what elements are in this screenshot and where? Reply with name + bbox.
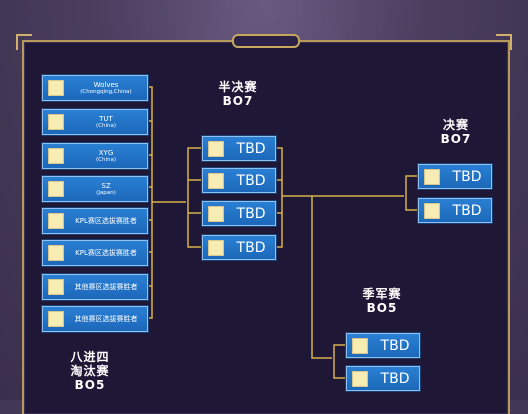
team-slot[interactable]: XYG (China) (42, 143, 148, 169)
team-logo-placeholder-icon (48, 80, 64, 96)
team-logo-placeholder-icon (48, 148, 64, 164)
third-place-bracket (333, 344, 346, 379)
slot-label: TBD (380, 370, 410, 387)
final-slot[interactable]: TBD (418, 164, 492, 189)
slot-label: TBD (236, 205, 266, 222)
semifinal-title: 半决赛 BO7 (200, 80, 276, 108)
team-region: (Japan) (96, 189, 116, 196)
quarterfinal-title-line1: 八进四 (70, 350, 110, 364)
quarterfinal-format: BO5 (74, 378, 106, 392)
team-logo-placeholder-icon (48, 213, 64, 229)
team-name: KPL赛区选拔赛胜者 (75, 249, 137, 257)
team-logo-placeholder-icon (208, 140, 224, 157)
team-logo-placeholder-icon (352, 370, 368, 387)
team-name: TUT (99, 114, 113, 123)
slot-label: TBD (452, 168, 482, 185)
slot-label: TBD (452, 202, 482, 219)
slot-label: TBD (236, 239, 266, 256)
team-name: 其他赛区选拔赛胜者 (74, 315, 138, 323)
team-slot[interactable]: KPL赛区选拔赛胜者 (42, 240, 148, 266)
team-name-block: KPL赛区选拔赛胜者 (69, 209, 143, 233)
semifinal-slot[interactable]: TBD (202, 201, 276, 226)
final-title-text: 决赛 (442, 118, 469, 132)
team-name-block: 其他赛区选拔赛胜者 (69, 275, 143, 299)
semi-right-bracket (275, 147, 283, 248)
final-slot[interactable]: TBD (418, 198, 492, 223)
team-logo-placeholder-icon (424, 202, 440, 219)
slot-label: TBD (236, 140, 266, 157)
third-place-title-text: 季军赛 (362, 287, 402, 301)
team-logo-placeholder-icon (48, 279, 64, 295)
team-logo-placeholder-icon (208, 205, 224, 222)
team-logo-placeholder-icon (208, 239, 224, 256)
team-region: (China) (95, 122, 116, 129)
team-name: XYG (98, 148, 114, 157)
semifinal-title-text: 半决赛 (218, 80, 258, 94)
team-slot[interactable]: 其他赛区选拔赛胜者 (42, 274, 148, 300)
team-name: SZ (101, 181, 111, 190)
team-name-block: 其他赛区选拔赛胜者 (69, 307, 143, 331)
team-region: (China) (95, 156, 116, 163)
slot-label: TBD (380, 337, 410, 354)
third-place-format: BO5 (366, 301, 398, 315)
team-name-block: TUT (China) (69, 110, 143, 134)
team-logo-placeholder-icon (208, 172, 224, 189)
quarterfinal-title-line2: 淘汰赛 (70, 364, 110, 378)
semifinal-slot[interactable]: TBD (202, 136, 276, 161)
team-slot[interactable]: SZ (Japan) (42, 176, 148, 202)
corner-ornament-left (16, 34, 32, 50)
team-name: 其他赛区选拔赛胜者 (74, 283, 138, 291)
final-left-bracket (405, 175, 418, 211)
quarterfinal-title: 八进四 淘汰赛 BO5 (50, 350, 130, 392)
final-title: 决赛 BO7 (420, 118, 492, 146)
team-slot[interactable]: TUT (China) (42, 109, 148, 135)
team-logo-placeholder-icon (48, 311, 64, 327)
panel-ornament (232, 34, 300, 48)
slot-label: TBD (236, 172, 266, 189)
third-place-title: 季军赛 BO5 (344, 287, 420, 315)
team-logo-placeholder-icon (352, 337, 368, 354)
semifinal-slot[interactable]: TBD (202, 168, 276, 193)
third-place-link (311, 196, 332, 359)
bracket-lines (146, 86, 418, 379)
qf-connector-ticks (146, 120, 152, 287)
team-name: Wolves (93, 80, 119, 89)
semifinal-format: BO7 (222, 94, 254, 108)
team-logo-placeholder-icon (424, 168, 440, 185)
semifinal-slot[interactable]: TBD (202, 235, 276, 260)
third-place-slot[interactable]: TBD (346, 333, 420, 358)
team-slot[interactable]: Wolves (Chongqing,China) (42, 75, 148, 101)
semi-left-bracket (187, 147, 202, 248)
team-name-block: KPL赛区选拔赛胜者 (69, 241, 143, 265)
team-slot[interactable]: KPL赛区选拔赛胜者 (42, 208, 148, 234)
team-name: KPL赛区选拔赛胜者 (75, 217, 137, 225)
team-logo-placeholder-icon (48, 181, 64, 197)
team-name-block: Wolves (Chongqing,China) (69, 76, 143, 100)
team-slot[interactable]: 其他赛区选拔赛胜者 (42, 306, 148, 332)
team-name-block: SZ (Japan) (69, 177, 143, 201)
corner-ornament-right (496, 34, 512, 50)
final-format: BO7 (440, 132, 472, 146)
team-region: (Chongqing,China) (80, 88, 132, 95)
team-logo-placeholder-icon (48, 114, 64, 130)
team-name-block: XYG (China) (69, 144, 143, 168)
third-place-slot[interactable]: TBD (346, 366, 420, 391)
team-logo-placeholder-icon (48, 245, 64, 261)
